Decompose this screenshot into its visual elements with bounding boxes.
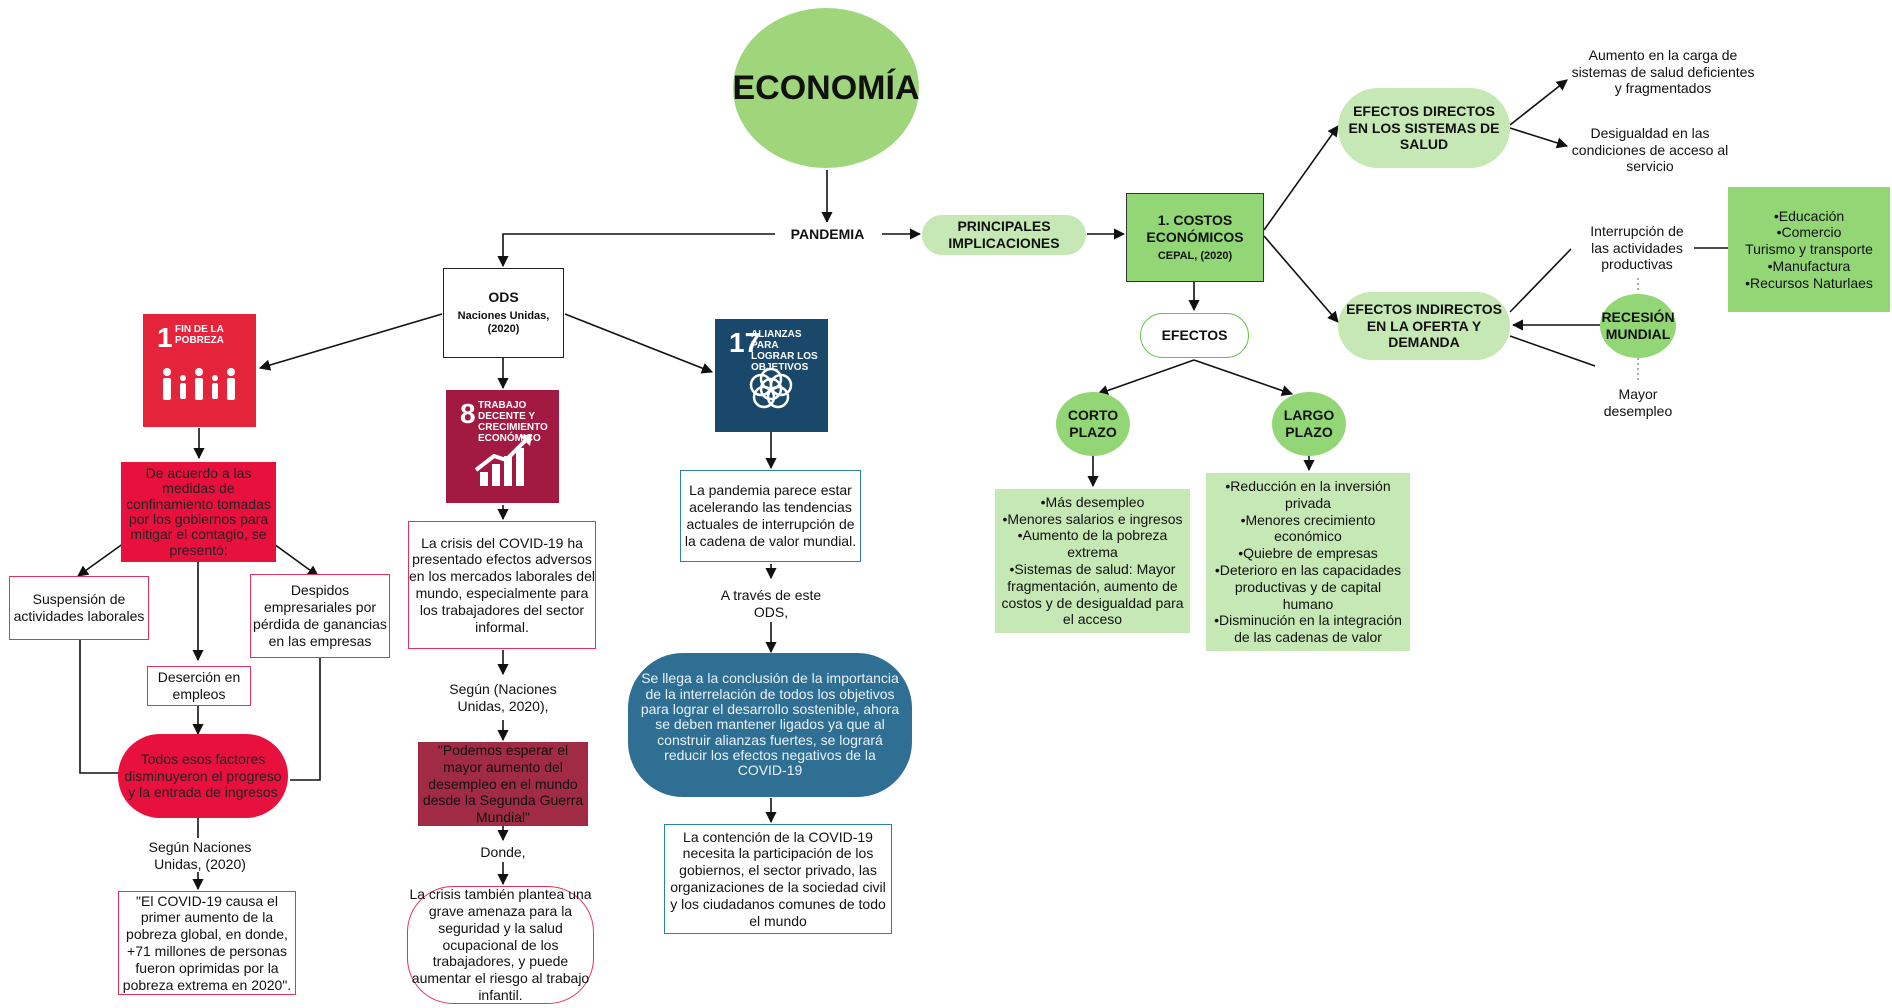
sdg1-tile: 1 FIN DE LA POBREZA	[143, 314, 256, 427]
mayor-desempleo-text: Mayor desempleo	[1603, 386, 1673, 419]
left-segun-label: Según Naciones Unidas, (2020)	[140, 838, 260, 874]
mid-quote-text: "Podemos esperar el mayor aumento del de…	[422, 742, 584, 826]
largo-item: •Reducción en la inversión privada	[1225, 478, 1391, 511]
pandemia-label: PANDEMIA	[775, 222, 880, 246]
sector-item: Turismo y transporte	[1745, 241, 1873, 258]
corto-item: •Aumento de la pobreza extrema	[1017, 527, 1168, 561]
right-traves-label: A través de este ODS,	[705, 584, 837, 624]
right-pandemia-box: La pandemia parece estar acelerando las …	[680, 470, 861, 562]
corto-item: •Menores salarios e ingresos	[1002, 510, 1183, 527]
partnership-flower-icon	[749, 367, 793, 409]
right-contencion-box: La contención de la COVID-19 necesita la…	[664, 824, 892, 934]
sector-item: •Manufactura	[1767, 257, 1851, 274]
mid-crisis-text: La crisis del COVID-19 ha presentado efe…	[409, 534, 595, 635]
mid-crisis2-text: La crisis también plantea una grave amen…	[409, 886, 592, 1003]
principales-node: PRINCIPALES IMPLICACIONES	[922, 215, 1086, 255]
medidas-box: De acuerdo a las medidas de confinamient…	[121, 462, 276, 562]
desercion-box: Deserción en empleos	[147, 666, 251, 706]
directos-item-2-text: Desigualdad en las condiciones de acceso…	[1571, 124, 1729, 175]
corto-plazo-text: CORTO PLAZO	[1067, 407, 1119, 440]
largo-plazo-list: •Reducción en la inversión privada •Meno…	[1206, 473, 1410, 651]
desercion-text: Deserción en empleos	[157, 669, 241, 702]
suspension-text: Suspensión de actividades laborales	[13, 591, 145, 624]
right-conclusion-node: Se llega a la conclusión de la importanc…	[628, 653, 912, 797]
sdg1-label: FIN DE LA POBREZA	[175, 324, 224, 346]
directos-item-2: Desigualdad en las condiciones de acceso…	[1568, 122, 1732, 178]
right-traves-text: A través de este ODS,	[720, 587, 822, 620]
sdg17-number: 17	[729, 327, 761, 358]
largo-item: •Deterioro en las capacidades productiva…	[1214, 562, 1402, 612]
recesion-node: RECESIÓN MUNDIAL	[1600, 294, 1676, 358]
mid-donde-text: Donde,	[480, 843, 526, 860]
costos-title: 1. COSTOS ECONÓMICOS	[1146, 212, 1244, 245]
efectos-indirectos-node: EFECTOS INDIRECTOS EN LA OFERTA Y DEMAND…	[1338, 292, 1510, 360]
despidos-box: Despidos empresariales por pérdida de ga…	[250, 574, 390, 658]
growth-chart-icon	[474, 434, 532, 486]
despidos-text: Despidos empresariales por pérdida de ga…	[253, 582, 387, 649]
efectos-node: EFECTOS	[1140, 313, 1249, 358]
title-economia-node: ECONOMÍA	[732, 8, 920, 168]
directos-item-1-text: Aumento en la carga de sistemas de salud…	[1571, 46, 1755, 97]
principales-text: PRINCIPALES IMPLICACIONES	[948, 218, 1060, 251]
corto-item: •Más desempleo	[1040, 493, 1145, 510]
sdg17-tile: 17 ALIANZAS PARA LOGRAR LOS OBJETIVOS	[715, 319, 828, 432]
mid-quote-box: "Podemos esperar el mayor aumento del de…	[418, 742, 588, 826]
ods-node: ODS Naciones Unidas, (2020)	[443, 268, 564, 358]
mid-crisis-box: La crisis del COVID-19 ha presentado efe…	[408, 521, 596, 649]
family-icon	[163, 368, 235, 400]
left-quote-text: "El COVID-19 causa el primer aumento de …	[122, 892, 292, 993]
sector-item: •Comercio	[1776, 224, 1842, 241]
sdg8-number: 8	[460, 398, 476, 429]
suspension-box: Suspensión de actividades laborales	[9, 576, 149, 640]
sectores-box: •Educación •Comercio Turismo y transport…	[1728, 187, 1890, 312]
efectos-directos-node: EFECTOS DIRECTOS EN LOS SISTEMAS DE SALU…	[1338, 88, 1510, 168]
sdg8-tile: 8 TRABAJO DECENTE Y CRECIMIENTO ECONÓMIC…	[446, 390, 559, 503]
ods-title: ODS	[488, 289, 519, 306]
sdg17-label: ALIANZAS PARA LOGRAR LOS OBJETIVOS	[751, 329, 818, 373]
right-conclusion-text: Se llega a la conclusión de la importanc…	[640, 670, 900, 779]
mid-donde-label: Donde,	[470, 842, 536, 862]
mid-crisis2-node: La crisis también plantea una grave amen…	[407, 886, 594, 1004]
left-quote-box: "El COVID-19 causa el primer aumento de …	[118, 891, 296, 995]
costos-node: 1. COSTOS ECONÓMICOS CEPAL, (2020)	[1126, 193, 1264, 282]
medidas-text: De acuerdo a las medidas de confinamient…	[126, 464, 271, 558]
directos-item-1: Aumento en la carga de sistemas de salud…	[1568, 44, 1758, 100]
interrupcion-text: Interrupción de las actividades producti…	[1590, 222, 1684, 273]
efectos-indirectos-text: EFECTOS INDIRECTOS EN LA OFERTA Y DEMAND…	[1346, 300, 1502, 351]
right-pandemia-text: La pandemia parece estar acelerando las …	[684, 482, 857, 549]
factores-node: Todos esos factores disminuyeron el prog…	[118, 734, 288, 818]
sdg1-number: 1	[157, 322, 173, 353]
sdg8-label: TRABAJO DECENTE Y CRECIMIENTO ECONÓMICO	[478, 400, 548, 444]
left-segun-text: Según Naciones Unidas, (2020)	[148, 839, 252, 872]
largo-plazo-node: LARGO PLAZO	[1272, 392, 1346, 456]
largo-item: •Disminución en la integración de las ca…	[1214, 612, 1402, 646]
mid-segun-label: Según (Naciones Unidas, 2020),	[436, 678, 570, 718]
corto-plazo-node: CORTO PLAZO	[1056, 392, 1130, 456]
corto-item: •Sistemas de salud: Mayor fragmentación,…	[1001, 561, 1184, 628]
recesion-text: RECESIÓN MUNDIAL	[1601, 309, 1675, 342]
costos-source: CEPAL, (2020)	[1157, 249, 1233, 262]
sector-item: •Recursos Naturlaes	[1745, 274, 1873, 291]
largo-plazo-text: LARGO PLAZO	[1283, 407, 1335, 440]
title-text: ECONOMÍA	[732, 68, 920, 107]
ods-source: Naciones Unidas, (2020)	[457, 310, 550, 336]
sector-item: •Educación	[1773, 207, 1845, 224]
right-contencion-text: La contención de la COVID-19 necesita la…	[670, 828, 886, 929]
factores-text: Todos esos factores disminuyeron el prog…	[124, 750, 282, 801]
mid-segun-text: Según (Naciones Unidas, 2020),	[449, 681, 557, 714]
interrupcion-label: Interrupción de las actividades producti…	[1580, 220, 1694, 276]
largo-item: •Quiebre de empresas	[1238, 545, 1378, 562]
pandemia-text: PANDEMIA	[790, 225, 865, 242]
largo-item: •Menores crecimiento económico	[1240, 511, 1376, 545]
efectos-directos-text: EFECTOS DIRECTOS EN LOS SISTEMAS DE SALU…	[1348, 102, 1500, 153]
corto-plazo-list: •Más desempleo •Menores salarios e ingre…	[995, 489, 1190, 633]
efectos-text: EFECTOS	[1161, 327, 1228, 344]
mayor-desempleo-label: Mayor desempleo	[1590, 383, 1686, 423]
